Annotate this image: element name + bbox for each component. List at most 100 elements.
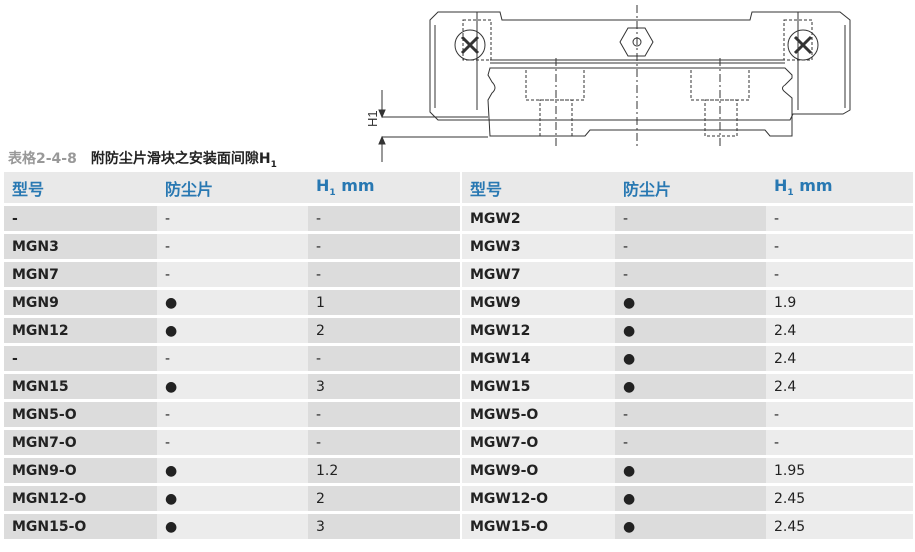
table-row: MGN12-O●2 (4, 486, 460, 514)
table-row: MGW5-O-- (462, 402, 913, 430)
dust-seal-cell: ● (615, 346, 766, 374)
dust-seal-cell: - (615, 206, 766, 234)
model-cell: MGW5-O (462, 402, 615, 430)
model-cell: MGN3 (4, 234, 157, 262)
model-cell: MGN5-O (4, 402, 157, 430)
header-dust-seal: 防尘片 (157, 172, 308, 206)
table-row: MGN5-O-- (4, 402, 460, 430)
dust-seal-cell: - (157, 234, 308, 262)
model-cell: MGN12 (4, 318, 157, 346)
table-row: MGN9●1 (4, 290, 460, 318)
table-row: --- (4, 206, 460, 234)
table-row: MGW7-- (462, 262, 913, 290)
table-row: MGN15-O●3 (4, 514, 460, 542)
model-cell: MGN9-O (4, 458, 157, 486)
dust-seal-cell: - (157, 262, 308, 290)
table-row: MGW7-O-- (462, 430, 913, 458)
slider-cross-section-drawing: H1 (365, 5, 851, 162)
header-row: 型号 防尘片 H1 mm (4, 172, 460, 206)
dust-seal-cell: ● (615, 318, 766, 346)
table-row: --- (4, 346, 460, 374)
dust-seal-cell: ● (157, 318, 308, 346)
h1-cell: - (308, 206, 460, 234)
dust-seal-cell: ● (615, 458, 766, 486)
model-cell: MGN7 (4, 262, 157, 290)
model-cell: MGN9 (4, 290, 157, 318)
header-dust-seal: 防尘片 (615, 172, 766, 206)
model-cell: MGW15-O (462, 514, 615, 542)
table-row: MGW9-O●1.95 (462, 458, 913, 486)
model-cell: MGW15 (462, 374, 615, 402)
dust-seal-cell: - (157, 430, 308, 458)
h1-cell: 2.4 (766, 318, 913, 346)
h1-cell: 1.2 (308, 458, 460, 486)
h1-cell: - (766, 262, 913, 290)
h1-cell: 2.45 (766, 514, 913, 542)
model-cell: - (4, 206, 157, 234)
h1-cell: 1 (308, 290, 460, 318)
model-cell: MGN15-O (4, 514, 157, 542)
dust-seal-cell: ● (615, 374, 766, 402)
model-cell: MGW7 (462, 262, 615, 290)
dust-seal-cell: ● (615, 514, 766, 542)
table-number: 表格2-4-8 (8, 151, 77, 167)
model-cell: MGW12-O (462, 486, 615, 514)
header-h1: H1 mm (308, 172, 460, 206)
header-row: 型号 防尘片 H1 mm (462, 172, 913, 206)
h1-cell: - (308, 346, 460, 374)
dust-seal-cell: ● (157, 290, 308, 318)
model-cell: MGN15 (4, 374, 157, 402)
table-row: MGW14●2.4 (462, 346, 913, 374)
table-row: MGW3-- (462, 234, 913, 262)
table-row: MGN15●3 (4, 374, 460, 402)
h1-cell: - (766, 206, 913, 234)
h1-cell: - (766, 234, 913, 262)
table-row: MGW12●2.4 (462, 318, 913, 346)
model-cell: MGW2 (462, 206, 615, 234)
h1-cell: 2.45 (766, 486, 913, 514)
model-cell: MGW14 (462, 346, 615, 374)
dust-seal-cell: ● (157, 374, 308, 402)
model-cell: MGW9-O (462, 458, 615, 486)
header-model: 型号 (462, 172, 615, 206)
dust-seal-cell: - (157, 402, 308, 430)
dust-seal-cell: ● (157, 458, 308, 486)
table-row: MGN3-- (4, 234, 460, 262)
dust-seal-cell: ● (615, 290, 766, 318)
h1-cell: 2 (308, 486, 460, 514)
header-h1: H1 mm (766, 172, 913, 206)
h1-cell: 2.4 (766, 374, 913, 402)
h1-cell: - (308, 402, 460, 430)
h1-cell: 1.9 (766, 290, 913, 318)
model-cell: - (4, 346, 157, 374)
h1-cell: 2.4 (766, 346, 913, 374)
dust-seal-cell: ● (157, 514, 308, 542)
dust-seal-cell: - (157, 206, 308, 234)
dust-seal-cell: - (615, 430, 766, 458)
model-cell: MGW12 (462, 318, 615, 346)
h1-cell: - (766, 430, 913, 458)
dust-seal-cell: ● (157, 486, 308, 514)
table-title: 附防尘片滑块之安装面间隙H (90, 151, 271, 167)
model-cell: MGW9 (462, 290, 615, 318)
table-row: MGN9-O●1.2 (4, 458, 460, 486)
table-row: MGN7-- (4, 262, 460, 290)
model-cell: MGN7-O (4, 430, 157, 458)
table-row: MGW15●2.4 (462, 374, 913, 402)
table-row: MGW9●1.9 (462, 290, 913, 318)
h1-cell: - (308, 430, 460, 458)
table-row: MGN7-O-- (4, 430, 460, 458)
table-row: MGW12-O●2.45 (462, 486, 913, 514)
h1-cell: 3 (308, 514, 460, 542)
h1-cell: - (308, 234, 460, 262)
model-cell: MGW3 (462, 234, 615, 262)
header-model: 型号 (4, 172, 157, 206)
h1-cell: 1.95 (766, 458, 913, 486)
dust-seal-cell: - (615, 402, 766, 430)
table-row: MGW2-- (462, 206, 913, 234)
model-cell: MGN12-O (4, 486, 157, 514)
